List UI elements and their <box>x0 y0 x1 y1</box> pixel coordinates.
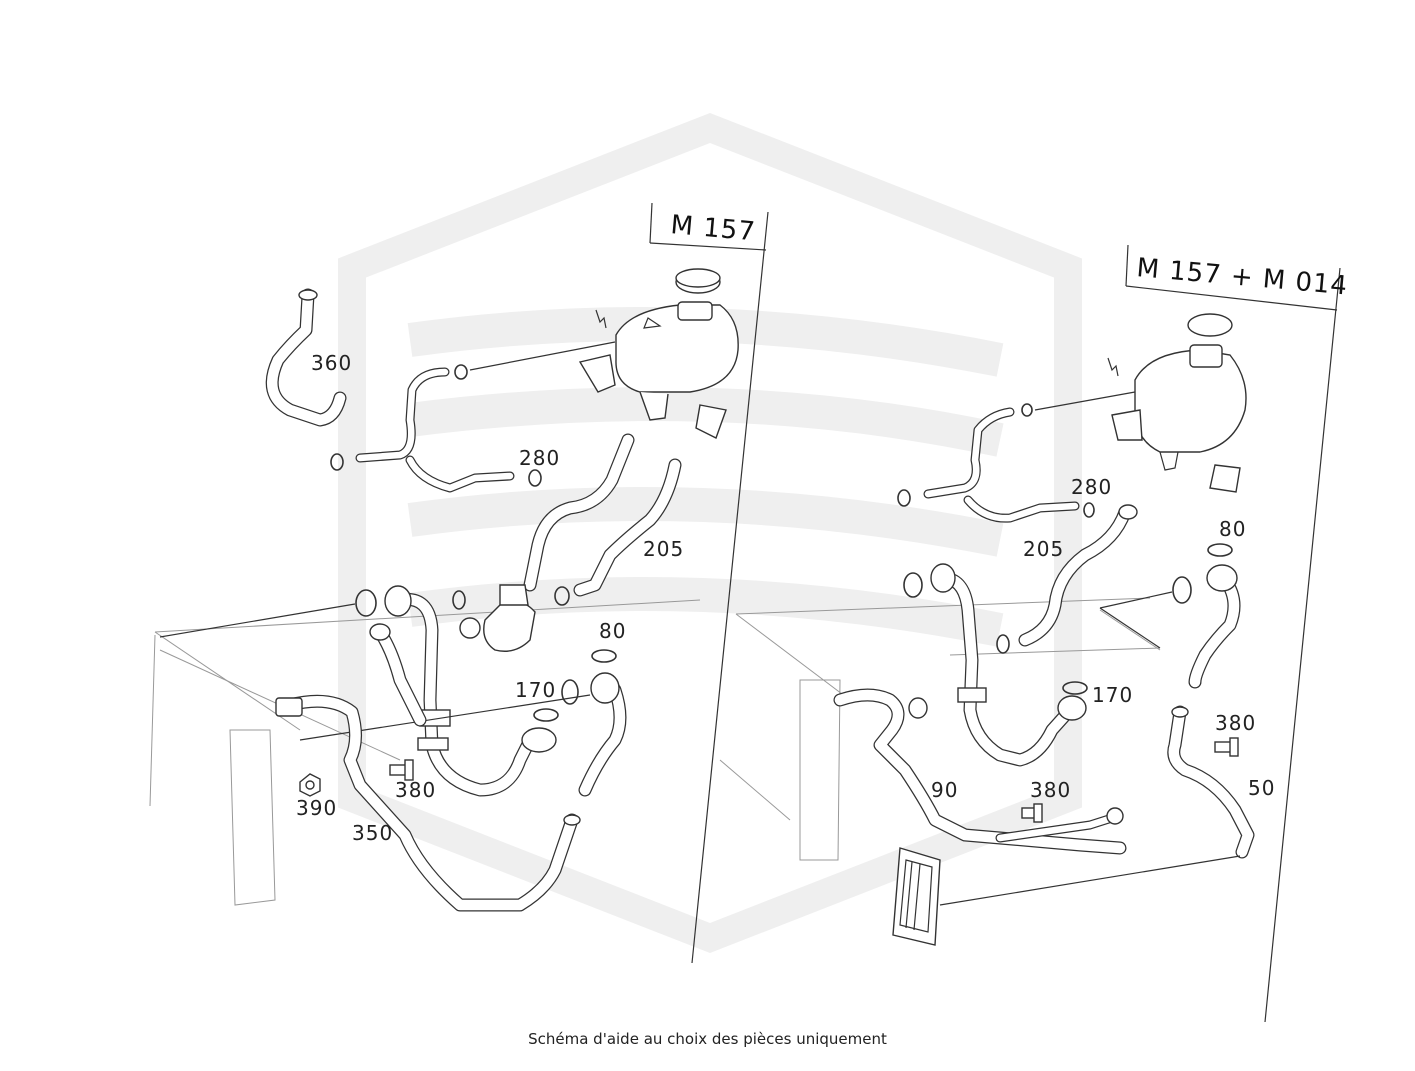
callout-80-right: 80 <box>1219 517 1246 541</box>
radiator-hose-left <box>159 585 591 797</box>
bolt-380-right-b <box>1021 803 1043 823</box>
bolt-380-left <box>389 759 414 781</box>
callout-170-left: 170 <box>515 678 556 702</box>
hose-small-left <box>369 623 427 727</box>
callout-360: 360 <box>311 351 352 375</box>
callout-380-left: 380 <box>395 778 436 802</box>
callout-90: 90 <box>931 778 958 802</box>
hose-360 <box>265 288 347 427</box>
engine-label-m157-m014: M 157 + M 014 <box>1135 253 1349 301</box>
nut-390 <box>299 773 321 797</box>
callout-205-right: 205 <box>1023 537 1064 561</box>
callout-205-left: 205 <box>643 537 684 561</box>
expansion-tank-right <box>1107 313 1247 493</box>
section-left <box>149 202 769 964</box>
hose-50 <box>939 705 1255 906</box>
diagram-caption: Schéma d'aide au choix des pièces unique… <box>528 1030 887 1048</box>
callout-50: 50 <box>1248 776 1275 800</box>
expansion-tank-left <box>578 268 739 439</box>
hose-90 <box>833 688 1127 855</box>
hose-205-right <box>996 504 1138 654</box>
callout-80-left: 80 <box>599 619 626 643</box>
hose-80-right <box>1099 543 1241 689</box>
callout-170-right: 170 <box>1092 683 1133 707</box>
engine-frame-right <box>719 597 1161 861</box>
hose-350 <box>275 694 581 912</box>
radiator-hose-right <box>903 563 1088 767</box>
hose-80-left <box>533 649 627 797</box>
callout-380-right-bottom: 380 <box>1030 778 1071 802</box>
heater-core <box>892 847 941 946</box>
section-right <box>719 244 1341 1023</box>
watermark-logo <box>338 112 1082 954</box>
bolt-380-right-a <box>1214 737 1239 757</box>
thermostat-housing-left <box>452 584 536 652</box>
callout-350: 350 <box>352 821 393 845</box>
hose-205-left <box>523 433 682 606</box>
callout-390: 390 <box>296 796 337 820</box>
callout-280-left: 280 <box>519 446 560 470</box>
bleed-hose-280-left <box>330 341 616 493</box>
callout-380-right-top: 380 <box>1215 711 1256 735</box>
callout-280-right: 280 <box>1071 475 1112 499</box>
engine-label-m157: M 157 <box>669 210 757 247</box>
bleed-hose-280-right <box>897 391 1136 523</box>
